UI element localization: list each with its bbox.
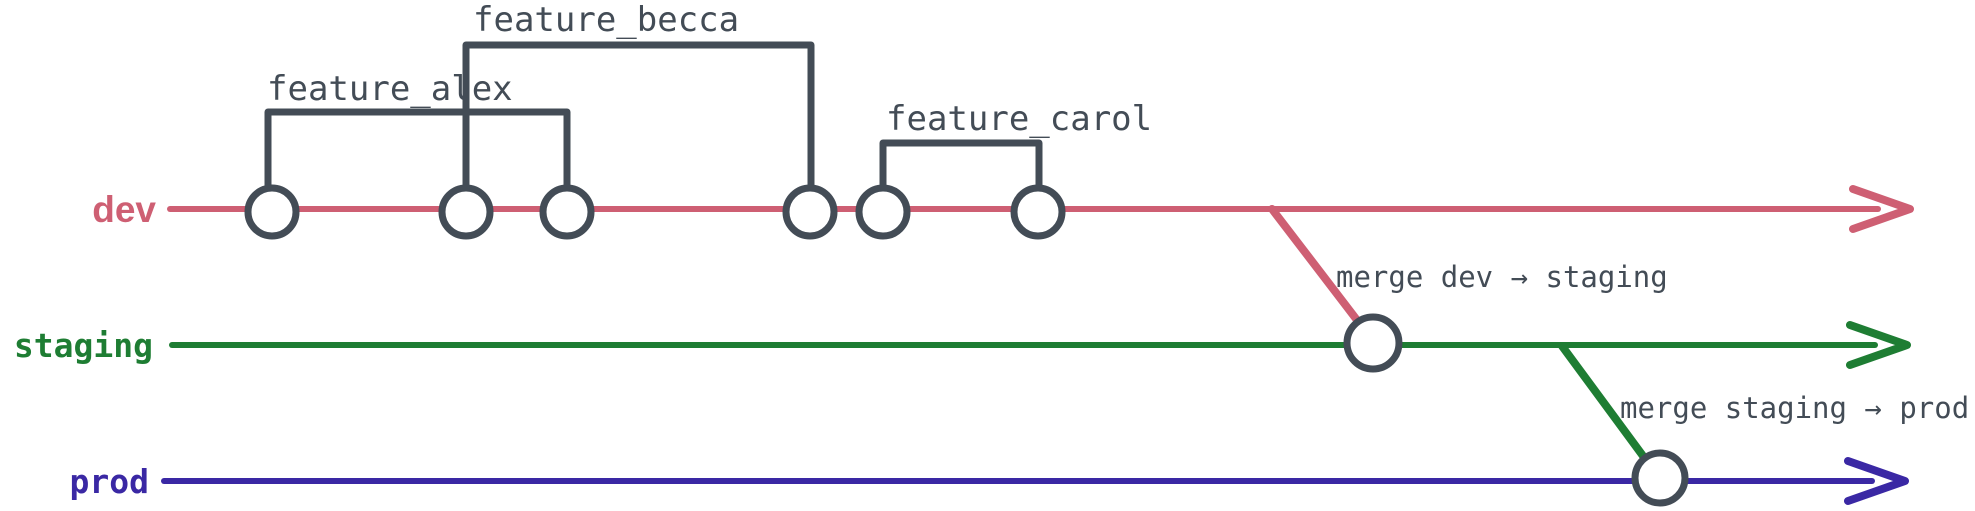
feature-becca-label: feature_becca xyxy=(473,0,739,40)
dev-commit-6 xyxy=(1010,184,1066,240)
commits xyxy=(244,184,1689,507)
staging-merge-commit xyxy=(1343,313,1403,373)
merge-labels: merge dev → staging merge staging → prod xyxy=(1336,260,1969,425)
feature-alex-bracket xyxy=(264,108,571,194)
staging-arrowhead-icon xyxy=(1846,321,1911,369)
prod-merge-commit xyxy=(1631,449,1689,507)
dev-branch-label: dev xyxy=(92,189,156,230)
staging-branch-label: staging xyxy=(14,326,153,365)
feature-becca-bracket xyxy=(462,41,815,194)
feature-carol-label: feature_carol xyxy=(886,99,1152,139)
feature-labels: feature_alex feature_becca feature_carol xyxy=(267,0,1152,139)
feature-alex-label: feature_alex xyxy=(267,69,513,109)
dev-commit-5 xyxy=(855,184,911,240)
prod-branch-label: prod xyxy=(70,462,149,501)
dev-commit-2 xyxy=(438,184,494,240)
dev-commit-3 xyxy=(539,184,595,240)
feature-brackets xyxy=(264,41,1043,194)
merge-staging-to-prod-label: merge staging → prod xyxy=(1620,391,1969,425)
merge-staging-to-prod-slant xyxy=(1558,342,1650,464)
staging-branch xyxy=(169,321,1911,464)
dev-commit-4 xyxy=(782,184,838,240)
feature-carol-bracket xyxy=(879,139,1043,192)
merge-dev-to-staging-label: merge dev → staging xyxy=(1336,260,1668,294)
prod-branch xyxy=(161,457,1909,505)
dev-commit-1 xyxy=(244,184,300,240)
branch-labels: dev staging prod xyxy=(14,189,156,501)
dev-arrowhead-icon xyxy=(1849,185,1914,233)
prod-arrowhead-icon xyxy=(1844,457,1909,505)
merge-dev-to-staging-slant xyxy=(1268,205,1364,328)
